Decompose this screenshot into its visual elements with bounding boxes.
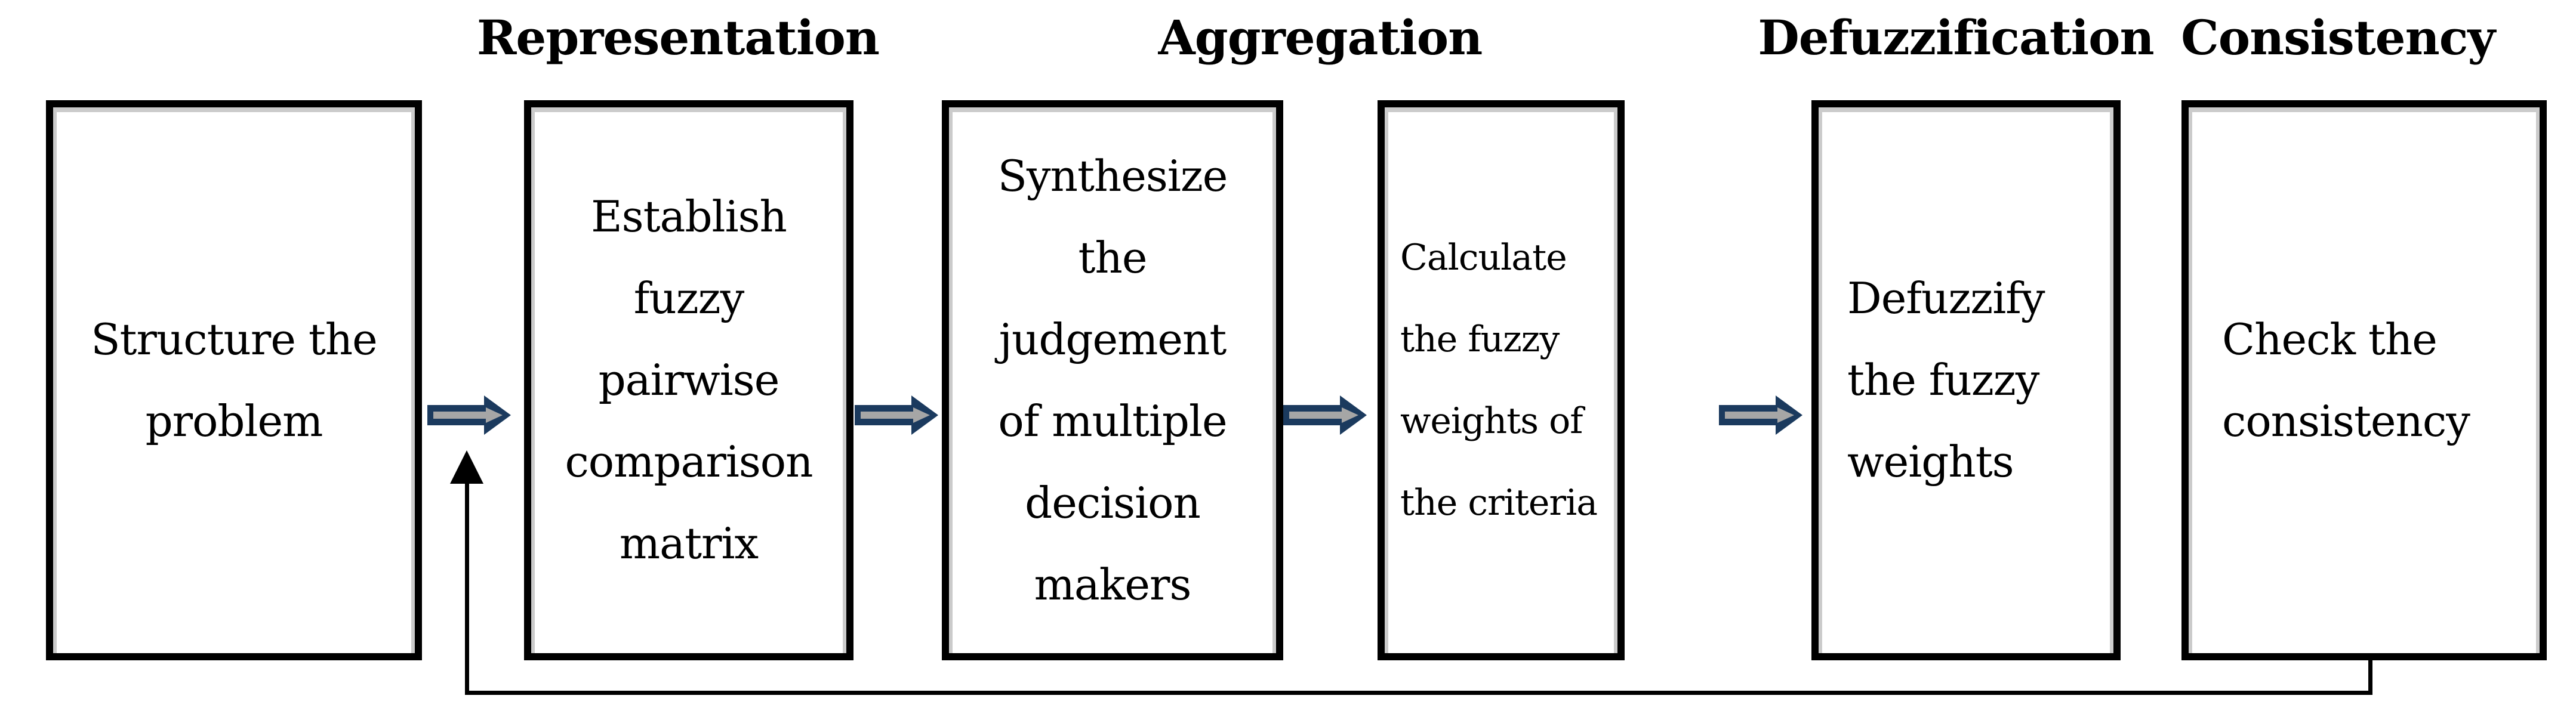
flow-arrow-stripe: [1289, 407, 1358, 423]
feedback-line-left-rise: [465, 482, 469, 695]
phase-label-representation: Representation: [476, 10, 880, 66]
flow-arrow-icon: [427, 395, 511, 435]
step-box-synthesize-judgement: Synthesize the judgement of multiple dec…: [942, 100, 1283, 660]
step-text: Structure the problem: [91, 314, 378, 446]
step-box-check-consistency: Check the consistency: [2181, 100, 2547, 660]
phase-label-defuzzification: Defuzzification: [1758, 10, 2154, 66]
flow-arrow-stripe: [1725, 407, 1794, 423]
step-text: Check the consistency: [2222, 314, 2470, 446]
step-text: Calculate the fuzzy weights of the crite…: [1400, 236, 1598, 524]
feedback-up-arrow-icon: [450, 450, 483, 484]
step-box-defuzzify-weights: Defuzzify the fuzzy weights: [1811, 100, 2121, 660]
step-text: Synthesize the judgement of multiple dec…: [997, 150, 1228, 610]
step-box-establish-matrix: Establish fuzzy pairwise comparison matr…: [524, 100, 853, 660]
flow-arrow-icon: [855, 395, 938, 435]
flow-arrow-stripe: [861, 407, 930, 423]
step-text: Defuzzify the fuzzy weights: [1847, 273, 2045, 487]
step-box-structure-problem: Structure the problem: [46, 100, 422, 660]
flow-arrow-stripe: [433, 407, 503, 423]
flow-arrow-icon: [1283, 395, 1367, 435]
feedback-line-bottom-run: [465, 691, 2372, 695]
flow-arrow-icon: [1719, 395, 1802, 435]
step-text: Establish fuzzy pairwise comparison matr…: [565, 191, 813, 568]
feedback-line-right-drop: [2368, 656, 2372, 695]
phase-label-consistency: Consistency: [2181, 10, 2495, 66]
phase-label-aggregation: Aggregation: [1158, 10, 1483, 66]
step-box-calculate-weights: Calculate the fuzzy weights of the crite…: [1378, 100, 1625, 660]
